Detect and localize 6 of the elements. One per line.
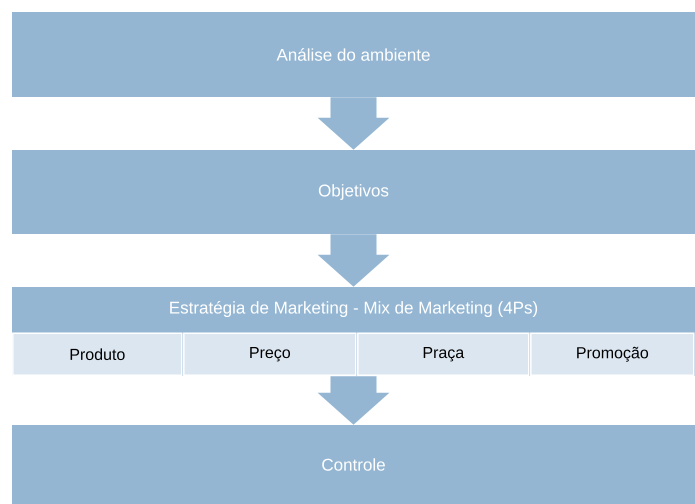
table-cell: Produto [12, 332, 183, 376]
process-box: Análise do ambiente [12, 12, 695, 97]
table-cell: Praça [357, 332, 530, 376]
table-cell: Preço [183, 332, 357, 376]
table-cell: Promoção [530, 332, 695, 376]
process-box: Controle [12, 425, 695, 504]
